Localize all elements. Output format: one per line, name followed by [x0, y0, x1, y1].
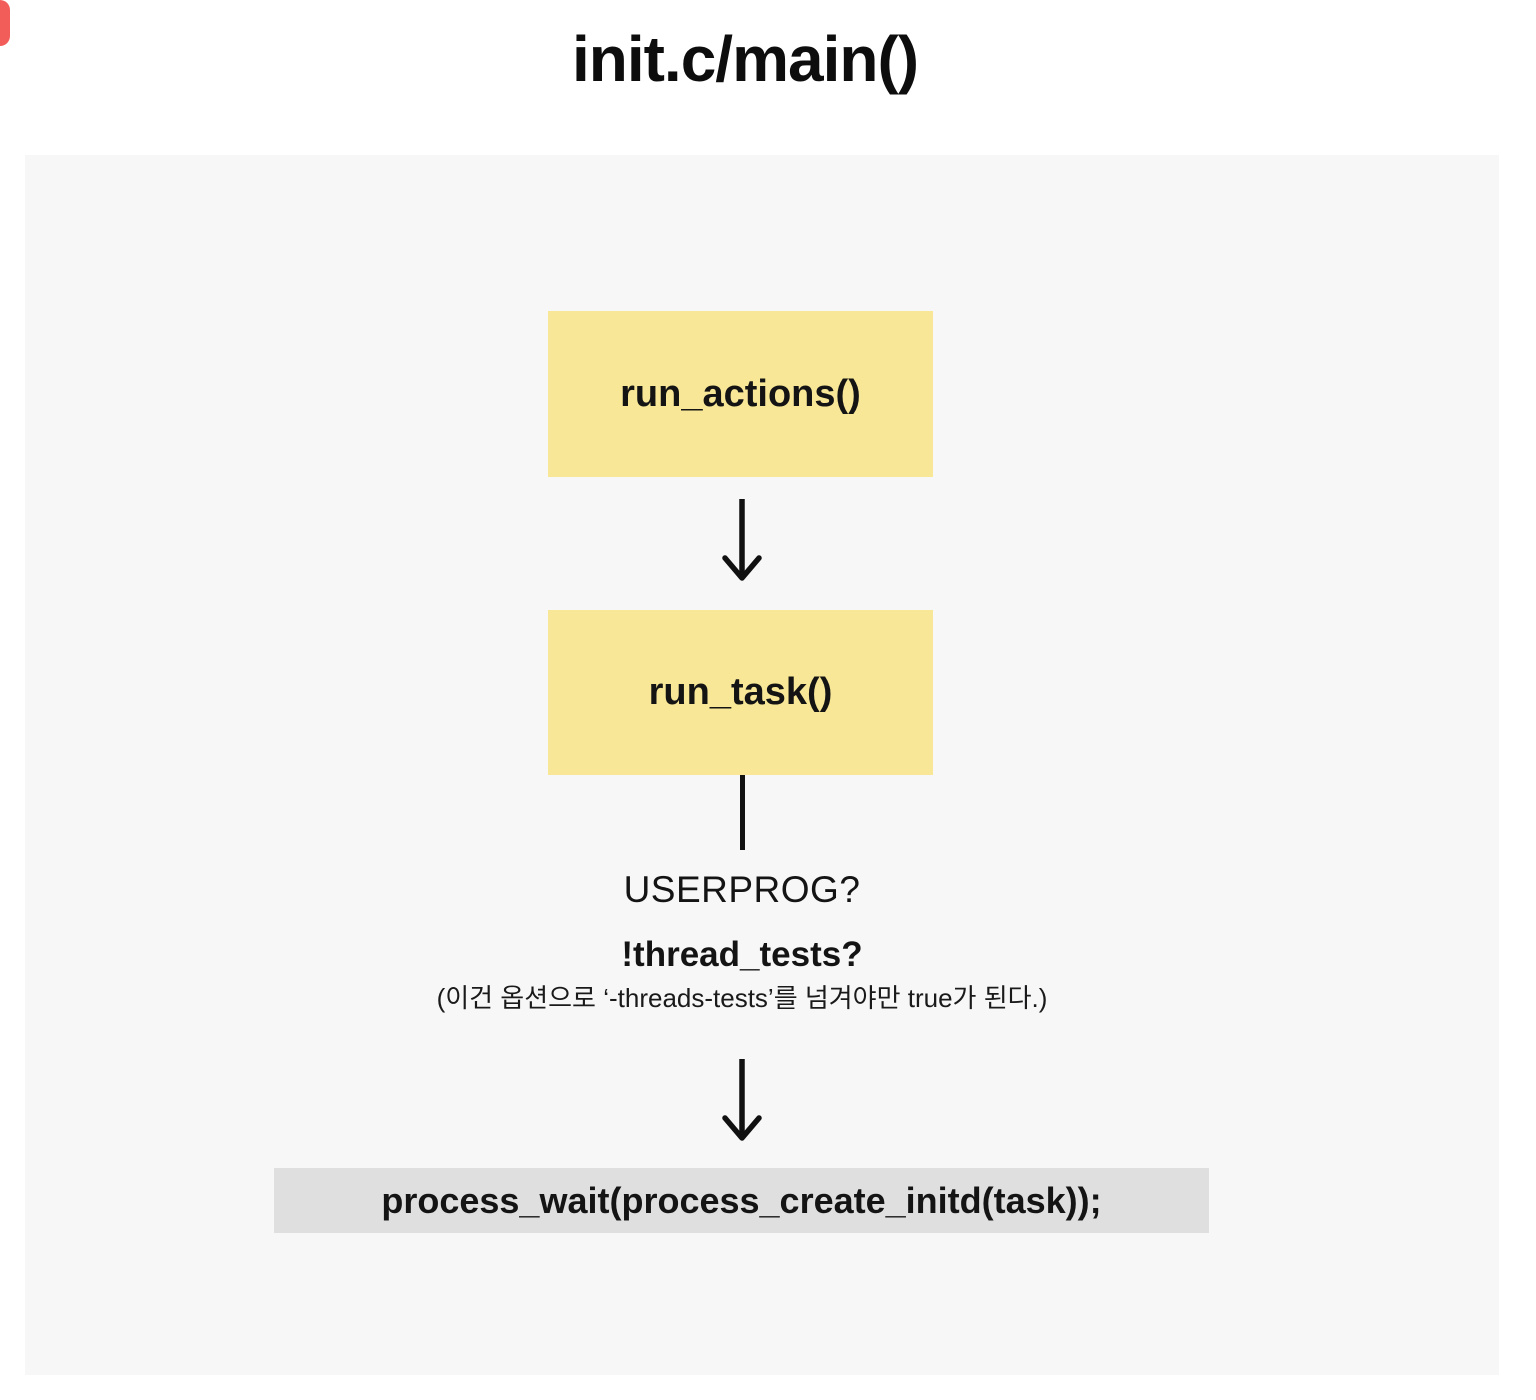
connector-line [740, 775, 745, 850]
flow-panel: run_actions() run_task() USERPROG? !thre… [25, 155, 1499, 1375]
accent-strip [0, 0, 10, 46]
condition-userprog: USERPROG? [623, 869, 861, 910]
node-run-actions: run_actions() [548, 311, 933, 477]
page-title: init.c/main() [571, 23, 919, 95]
condition-thread-tests: !thread_tests? [621, 935, 863, 974]
node-run-actions-label: run_actions() [620, 372, 861, 415]
result-code-box: process_wait(process_create_initd(task))… [274, 1168, 1209, 1233]
down-arrow-icon [722, 499, 762, 581]
node-run-task-label: run_task() [648, 671, 833, 713]
down-arrow-icon [722, 1059, 762, 1141]
node-run-task: run_task() [548, 610, 933, 775]
condition-note: (이건 옵션으로 ‘-threads-tests’를 넘겨야만 true가 된다… [436, 983, 1048, 1013]
result-code-label: process_wait(process_create_initd(task))… [381, 1179, 1102, 1221]
